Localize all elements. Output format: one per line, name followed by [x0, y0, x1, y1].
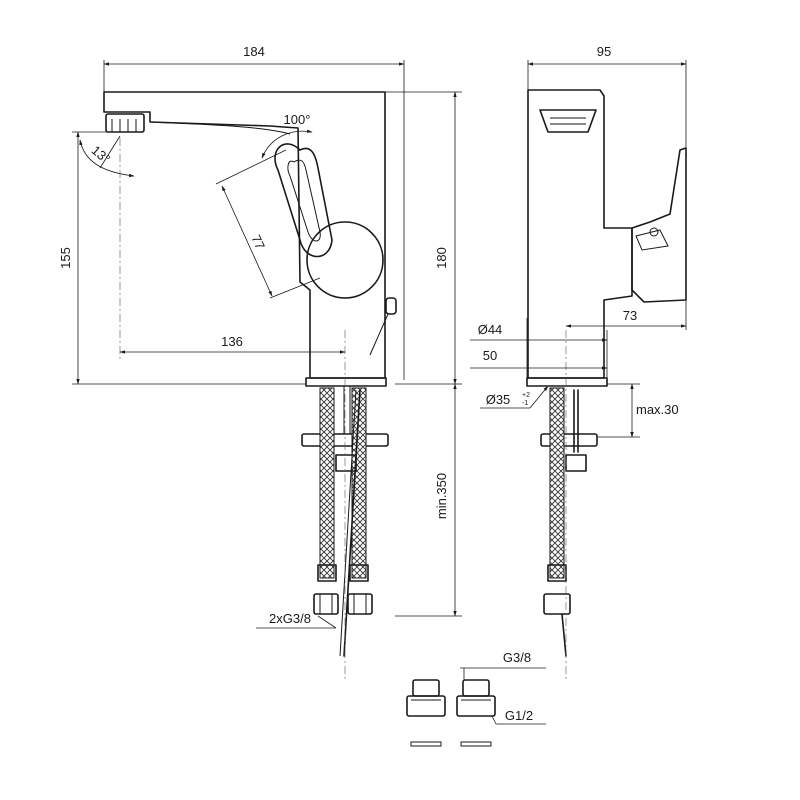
tolerance-plus: +2 — [522, 392, 530, 399]
dim-diameter-44: Ø44 — [478, 322, 503, 337]
label-adapter-g38: G3/8 — [503, 650, 531, 665]
dim-max-30: max.30 — [636, 402, 679, 417]
front-view: 184 155 180 136 77 100° 13° min.350 — [58, 44, 462, 680]
dim-height-155: 155 — [58, 247, 73, 269]
tolerance-minus: -1 — [522, 400, 528, 407]
dim-angle-13: 13° — [89, 142, 114, 166]
adapters: G3/8 G1/2 — [406, 650, 546, 747]
label-hose-thread: 2xG3/8 — [269, 611, 311, 626]
side-base-plate — [526, 377, 608, 387]
ferrule-left — [317, 564, 337, 582]
washer-right — [460, 741, 492, 747]
side-rod-nut — [565, 454, 587, 472]
dim-hole-35: Ø35 — [486, 392, 511, 407]
washer-left — [410, 741, 442, 747]
lever-handle — [274, 143, 333, 258]
dim-lever-77: 77 — [248, 232, 268, 251]
side-lever — [631, 147, 687, 303]
adapter-right-body — [456, 695, 496, 717]
dim-depth-95: 95 — [597, 44, 611, 59]
dim-width-184: 184 — [243, 44, 265, 59]
dim-width-50: 50 — [483, 348, 497, 363]
dim-lever-73: 73 — [623, 308, 637, 323]
dim-min-350: min.350 — [434, 473, 449, 519]
side-hose-nut — [543, 593, 571, 615]
hose-nut-right — [347, 593, 373, 615]
pop-up-knob — [385, 297, 397, 315]
side-view: 95 73 Ø44 50 Ø35 +2 -1 max.30 — [470, 44, 687, 680]
side-hose — [549, 387, 565, 579]
lever-hub — [306, 221, 384, 299]
adapter-left-body — [406, 695, 446, 717]
side-washer — [540, 433, 598, 447]
adapter-right-top — [462, 679, 490, 697]
dim-reach-136: 136 — [221, 334, 243, 349]
ferrule-right — [349, 564, 369, 582]
dim-angle-100: 100° — [284, 112, 311, 127]
adapter-left-top — [412, 679, 440, 697]
hose-right — [351, 387, 367, 579]
hose-nut-left — [313, 593, 339, 615]
dim-height-180: 180 — [434, 247, 449, 269]
label-adapter-g12: G1/2 — [505, 708, 533, 723]
hose-left — [319, 387, 335, 579]
side-aerator — [539, 109, 597, 133]
base-plate — [305, 377, 387, 387]
side-body — [527, 89, 633, 379]
